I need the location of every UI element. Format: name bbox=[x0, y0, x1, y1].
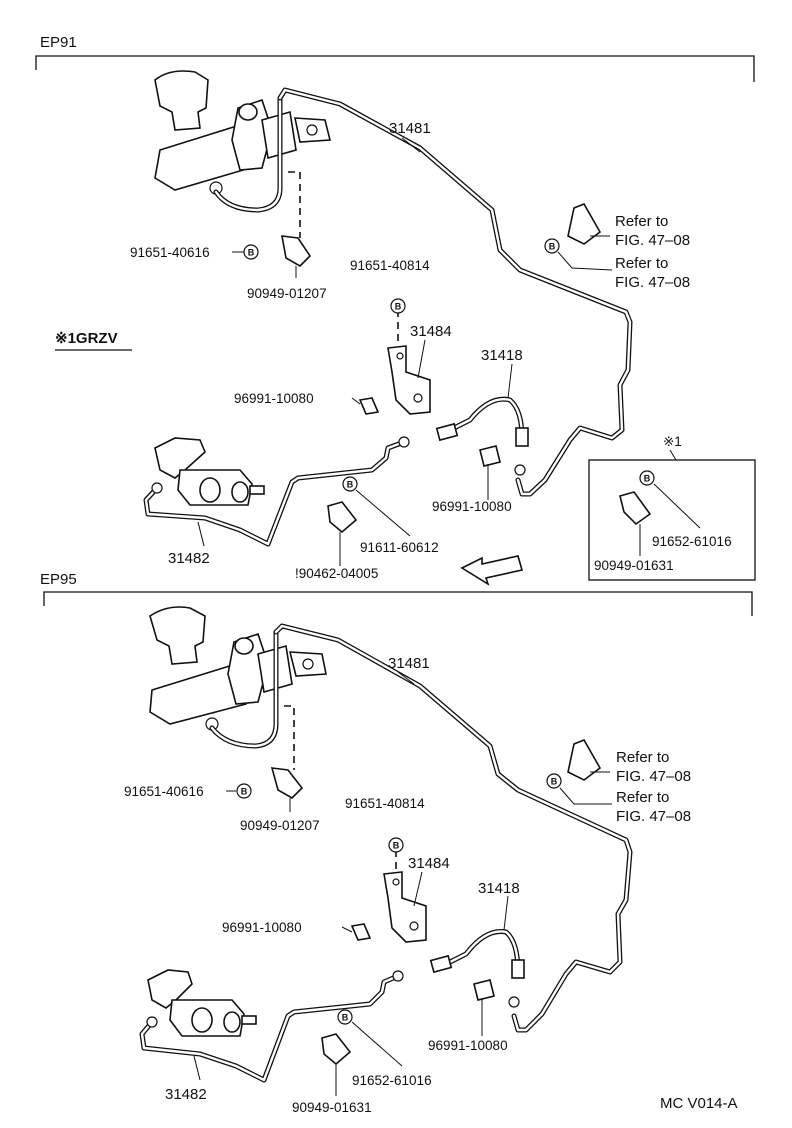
refer1-line1: Refer to bbox=[616, 749, 669, 766]
clutch-master-cylinder bbox=[149, 606, 327, 731]
clip-96991-10080a bbox=[358, 397, 380, 415]
label-31481: 31481 bbox=[389, 120, 431, 137]
refer2-line2: FIG. 47–08 bbox=[615, 274, 690, 291]
bolt-symbol: B B B B bbox=[243, 238, 560, 492]
label-91651-40616: 91651-40616 bbox=[130, 245, 210, 260]
variant-note: ※1GRZV bbox=[55, 330, 118, 347]
bracket-31484 bbox=[387, 345, 431, 415]
variant-inset: ※1 B 91652-61016 90949-01631 bbox=[588, 434, 756, 581]
clip-90949-01631 bbox=[321, 1033, 352, 1066]
label-31484: 31484 bbox=[410, 323, 452, 340]
label-90462-04005: !90462-04005 bbox=[295, 566, 378, 581]
inset-label-91652-61016: 91652-61016 bbox=[652, 534, 732, 549]
label-31482: 31482 bbox=[168, 550, 210, 567]
figure-code: MC V014-A bbox=[660, 1095, 738, 1112]
section-bracket-ep91 bbox=[35, 55, 755, 82]
section-title-ep95: EP95 bbox=[40, 571, 77, 588]
clip-refer-fig-47-08 bbox=[567, 202, 602, 245]
label-96991-10080b: 96991-10080 bbox=[432, 499, 512, 514]
svg-text:B: B bbox=[395, 302, 402, 312]
label-96991-10080a: 96991-10080 bbox=[222, 920, 302, 935]
bolt-symbol: B B B B bbox=[236, 773, 562, 1025]
clip-90949-01207 bbox=[281, 235, 312, 267]
section-bracket-ep95 bbox=[43, 591, 753, 616]
refer2-line2: FIG. 47–08 bbox=[616, 808, 691, 825]
svg-text:B: B bbox=[549, 242, 556, 252]
label-91652-61016: 91652-61016 bbox=[352, 1073, 432, 1088]
label-31484: 31484 bbox=[408, 855, 450, 872]
clutch-release-cylinder bbox=[154, 437, 265, 506]
pipe-31481 bbox=[273, 623, 633, 1033]
svg-text:B: B bbox=[393, 841, 400, 851]
inset-marker: ※1 bbox=[663, 434, 682, 449]
label-96991-10080a: 96991-10080 bbox=[234, 391, 314, 406]
svg-text:B: B bbox=[241, 787, 248, 797]
label-31481: 31481 bbox=[388, 655, 430, 672]
refer2-line1: Refer to bbox=[616, 789, 669, 806]
svg-text:B: B bbox=[342, 1013, 349, 1023]
label-31418: 31418 bbox=[481, 347, 523, 364]
label-90949-01631: 90949-01631 bbox=[292, 1100, 372, 1115]
clutch-release-cylinder bbox=[147, 969, 257, 1037]
label-31418: 31418 bbox=[478, 880, 520, 897]
clip-90462-04005 bbox=[327, 501, 358, 534]
inset-label-90949-01631: 90949-01631 bbox=[594, 558, 674, 573]
section-ep91: EP91 bbox=[35, 34, 756, 586]
label-91651-40616: 91651-40616 bbox=[124, 784, 204, 799]
refer2-line1: Refer to bbox=[615, 255, 668, 272]
svg-text:B: B bbox=[551, 777, 558, 787]
direction-arrow bbox=[460, 555, 524, 586]
label-90949-01207: 90949-01207 bbox=[240, 818, 320, 833]
label-91611-60612: 91611-60612 bbox=[360, 540, 439, 555]
svg-text:B: B bbox=[347, 480, 354, 490]
label-91651-40814: 91651-40814 bbox=[350, 258, 430, 273]
label-90949-01207: 90949-01207 bbox=[247, 286, 327, 301]
refer1-line2: FIG. 47–08 bbox=[616, 768, 691, 785]
bracket-31484 bbox=[383, 871, 427, 943]
refer1-line2: FIG. 47–08 bbox=[615, 232, 690, 249]
refer1-line1: Refer to bbox=[615, 213, 668, 230]
label-91651-40814: 91651-40814 bbox=[345, 796, 425, 811]
svg-text:B: B bbox=[248, 248, 255, 258]
clip-96991-10080b bbox=[473, 979, 495, 1001]
clutch-master-cylinder bbox=[154, 70, 332, 195]
section-title-ep91: EP91 bbox=[40, 34, 77, 51]
label-96991-10080b: 96991-10080 bbox=[428, 1038, 508, 1053]
clip-96991-10080a bbox=[350, 923, 372, 941]
clip-96991-10080b bbox=[479, 445, 501, 467]
svg-text:B: B bbox=[644, 474, 651, 484]
clip-90949-01207 bbox=[270, 767, 304, 799]
section-ep95: EP95 bbox=[40, 571, 753, 1115]
label-31482: 31482 bbox=[165, 1086, 207, 1103]
clip-refer-fig-47-08 bbox=[567, 738, 602, 781]
